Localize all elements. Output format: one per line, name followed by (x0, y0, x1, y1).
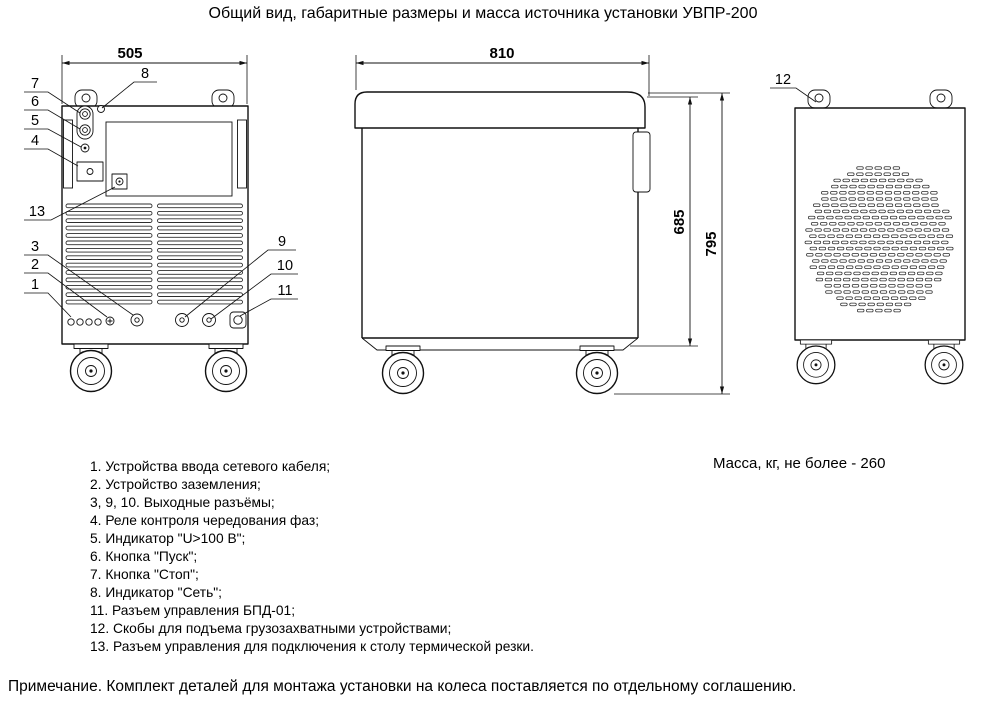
cable-entry (94, 318, 102, 326)
side-handle (632, 131, 651, 193)
back-vent-mesh (804, 166, 954, 313)
side-lid (354, 91, 646, 129)
page-title: Общий вид, габаритные размеры и масса ис… (209, 5, 758, 22)
legend-item: 1. Устройства ввода сетевого кабеля; (90, 459, 330, 474)
legend-item: 4. Реле контроля чередования фаз; (90, 513, 319, 528)
back-caster-left (796, 339, 836, 385)
front-width-dimension: 505 (61, 45, 248, 104)
callout-13: 13 (29, 204, 45, 220)
legend-item: 11. Разъем управления БПД-01; (90, 603, 295, 618)
dim-side-depth: 810 (489, 45, 514, 62)
callout-5: 5 (31, 113, 39, 129)
dim-front-width: 505 (117, 45, 142, 62)
control-connector-11 (229, 311, 247, 329)
side-caster-rear (575, 345, 619, 395)
side-view: 810 685 795 (354, 45, 730, 395)
legend-item: 2. Устройство заземления; (90, 477, 261, 492)
legend-item: 7. Кнопка "Стоп"; (90, 567, 199, 582)
side-caster-front (381, 345, 425, 395)
callout-3: 3 (31, 239, 39, 255)
callout-8: 8 (141, 66, 149, 82)
side-depth-dimension: 810 (355, 45, 650, 96)
back-lug-right (929, 89, 953, 109)
callout-10: 10 (277, 258, 293, 274)
body-height-dimension: 685 (630, 96, 698, 347)
mass-note: Масса, кг, не более - 260 (713, 455, 885, 472)
cable-entry (76, 318, 84, 326)
front-callouts: 7 6 5 4 13 3 2 1 8 9 10 11 (24, 66, 298, 320)
legend: 1. Устройства ввода сетевого кабеля; 2. … (90, 459, 534, 654)
side-base (361, 337, 639, 351)
legend-item: 3, 9, 10. Выходные разъёмы; (90, 495, 275, 510)
front-view: 505 (24, 45, 298, 393)
front-left-frame-strip (63, 119, 73, 189)
callout-2: 2 (31, 257, 39, 273)
back-view: 12 (770, 72, 966, 385)
callout-6: 6 (31, 94, 39, 110)
front-caster-right (204, 343, 248, 393)
output-connector-10 (202, 313, 216, 327)
front-grille-left (65, 203, 153, 305)
footnote: Примечание. Комплект деталей для монтажа… (8, 678, 796, 695)
total-height-dimension: 795 (614, 92, 730, 395)
legend-item: 13. Разъем управления для подключения к … (90, 639, 534, 654)
stop-button (79, 108, 91, 120)
output-connector-3 (130, 313, 144, 327)
dim-body-height: 685 (671, 209, 688, 234)
front-caster-left (69, 343, 113, 393)
start-button (79, 124, 91, 136)
callout-12: 12 (775, 72, 791, 88)
side-body (361, 128, 639, 339)
cable-entry (85, 318, 93, 326)
legend-item: 12. Скобы для подъема грузозахватными ус… (90, 621, 451, 636)
dim-total-height: 795 (703, 231, 720, 256)
front-right-frame-strip (237, 119, 247, 189)
front-controls (76, 105, 128, 190)
front-panel (105, 121, 233, 197)
legend-item: 6. Кнопка "Пуск"; (90, 549, 197, 564)
back-callouts: 12 (770, 72, 817, 103)
callout-9: 9 (278, 234, 286, 250)
front-body (61, 105, 249, 345)
back-caster-right (924, 339, 964, 385)
legend-item: 5. Индикатор "U>100 В"; (90, 531, 245, 546)
callout-4: 4 (31, 133, 39, 149)
phase-relay (76, 161, 104, 182)
callout-11: 11 (277, 283, 292, 299)
callout-7: 7 (31, 76, 39, 92)
cable-entry (67, 318, 75, 326)
legend-item: 8. Индикатор "Сеть"; (90, 585, 222, 600)
callout-1: 1 (31, 277, 39, 293)
